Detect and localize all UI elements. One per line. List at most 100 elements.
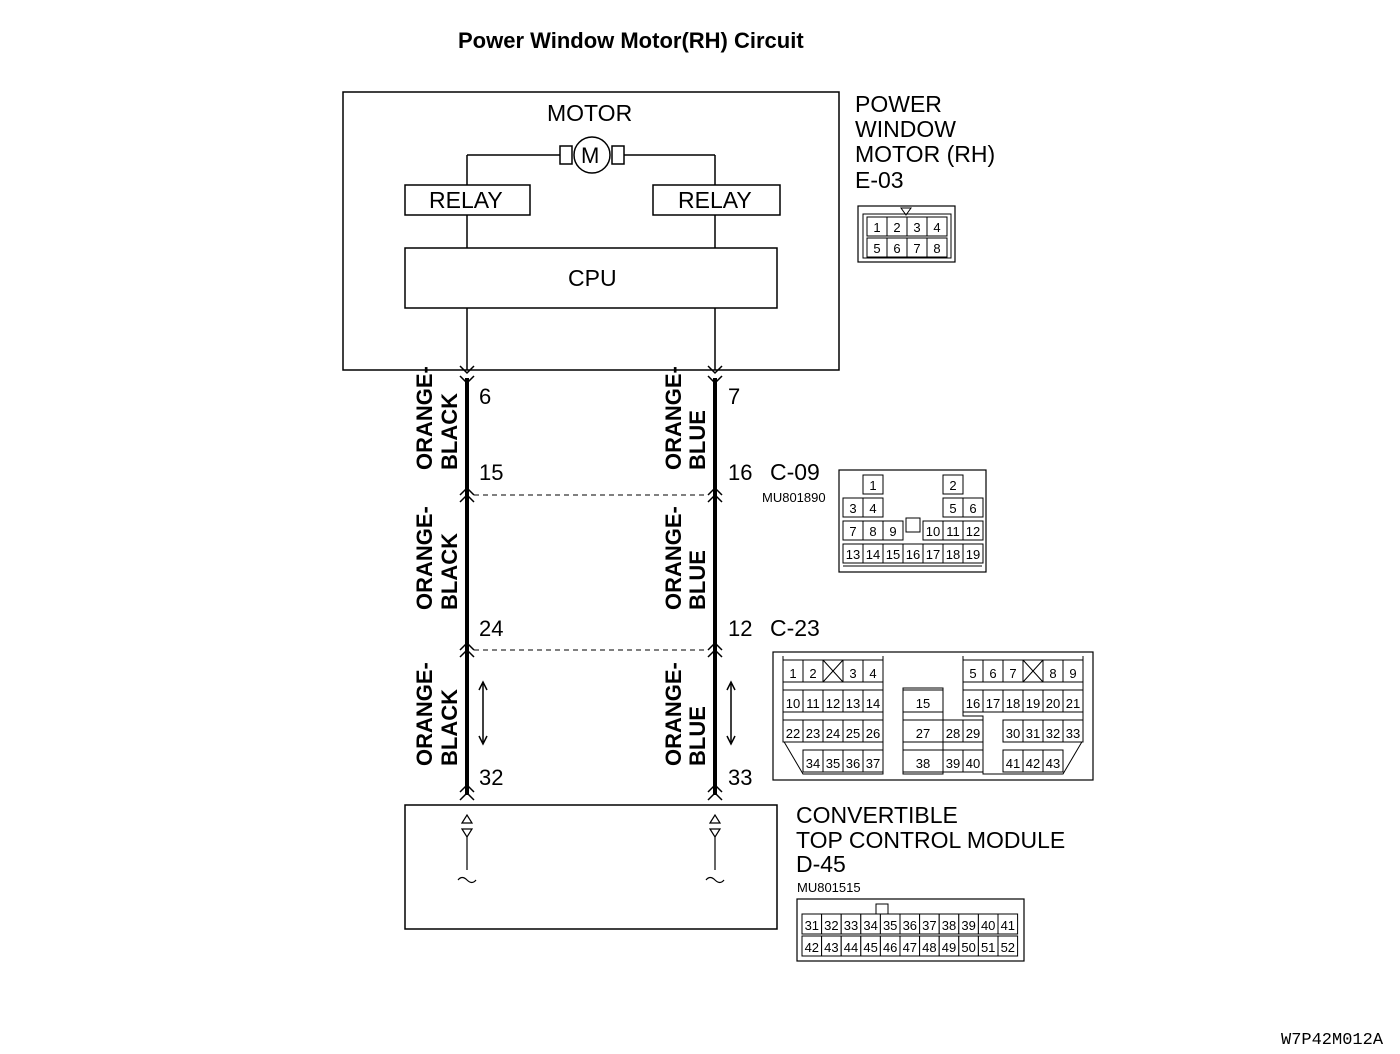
c23-pin-37: 37 <box>866 756 880 771</box>
junction-c23-code: C-23 <box>770 615 820 641</box>
wire-color-right-2a: ORANGE- <box>661 506 686 610</box>
c09-pin-19: 19 <box>966 547 980 562</box>
wire-color-left-2b: BLACK <box>437 533 462 610</box>
top-module-code: D-45 <box>796 851 846 877</box>
cpu-box <box>404 247 778 309</box>
d45-pin-31: 31 <box>805 918 819 933</box>
d45-pin-41: 41 <box>1001 918 1015 933</box>
d45-pin-34: 34 <box>863 918 877 933</box>
c23-pin-43: 43 <box>1046 756 1060 771</box>
c23-pin-26: 26 <box>866 726 880 741</box>
c23-pin-7: 7 <box>1009 666 1016 681</box>
d45-pin-33: 33 <box>844 918 858 933</box>
motor-module-name-1: POWER <box>855 91 942 117</box>
wire-color-left-3b: BLACK <box>437 689 462 766</box>
d45-pin-36: 36 <box>903 918 917 933</box>
c23-pin-36: 36 <box>846 756 860 771</box>
e03-pin-4: 4 <box>933 220 940 235</box>
c09-pin-4-cell <box>862 497 884 518</box>
motor-module-name-2: WINDOW <box>855 116 956 142</box>
c09-pin-5: 5 <box>949 501 956 516</box>
pin-left-c23: 24 <box>479 616 503 641</box>
c23-pin-33-cell <box>1062 719 1084 743</box>
top-control-module-box <box>404 804 778 930</box>
c09-pin-9-cell <box>882 520 904 541</box>
e03-pin-8-cell <box>926 237 948 258</box>
pin-left-d45: 32 <box>479 765 503 790</box>
pin-left-e03: 6 <box>479 384 491 409</box>
d45-pin-35: 35 <box>883 918 897 933</box>
c23-pin-9: 9 <box>1069 666 1076 681</box>
c23-pin-3: 3 <box>849 666 856 681</box>
c09-pin-17: 17 <box>926 547 940 562</box>
d45-pin-49: 49 <box>942 940 956 955</box>
junction-c09-part: MU801890 <box>762 490 826 505</box>
c23-pin-22: 22 <box>786 726 800 741</box>
pin-right-d45: 33 <box>728 765 752 790</box>
connector-c09-symbol <box>459 486 723 503</box>
pin-right-e03: 7 <box>728 384 740 409</box>
c09-pin-1: 1 <box>869 478 876 493</box>
top-module-name-1: CONVERTIBLE <box>796 802 958 828</box>
e03-pin-8: 8 <box>933 241 940 256</box>
cpu-label: CPU <box>568 265 617 291</box>
c09-pin-9: 9 <box>889 524 896 539</box>
c23-pin-18: 18 <box>1006 696 1020 711</box>
d45-pin-46: 46 <box>883 940 897 955</box>
wire-color-right-3b: BLUE <box>685 706 710 766</box>
motor-module-name-3: MOTOR (RH) <box>855 141 995 167</box>
wire-color-labels-left: ORANGE- BLACK ORANGE- BLACK ORANGE- BLAC… <box>412 366 462 766</box>
c09-pin-19-cell <box>962 543 984 564</box>
d45-pin-44: 44 <box>844 940 858 955</box>
d45-pin-52: 52 <box>1001 940 1015 955</box>
junction-c09-code: C-09 <box>770 459 820 485</box>
c23-pin-30: 30 <box>1006 726 1020 741</box>
relay-left-label: RELAY <box>429 187 503 213</box>
wire-color-left-1b: BLACK <box>437 393 462 470</box>
motor-icon: M <box>466 136 716 185</box>
top-module-name-2: TOP CONTROL MODULE <box>796 827 1065 853</box>
c09-pin-12: 12 <box>966 524 980 539</box>
c23-pin-5: 5 <box>969 666 976 681</box>
c09-pin-3: 3 <box>849 501 856 516</box>
c23-pin-4-cell <box>862 659 884 683</box>
c23-pin-26-cell <box>862 719 884 743</box>
c23-pin-6: 6 <box>989 666 996 681</box>
c23-pin-35: 35 <box>826 756 840 771</box>
pin-left-c09: 15 <box>479 460 503 485</box>
motor-label: MOTOR <box>547 100 632 126</box>
c23-pin-34: 34 <box>806 756 820 771</box>
e03-pin-2: 2 <box>893 220 900 235</box>
wire-color-right-1a: ORANGE- <box>661 366 686 470</box>
c23-pin-12: 12 <box>826 696 840 711</box>
motor-module-code: E-03 <box>855 167 904 193</box>
c23-pin-16: 16 <box>966 696 980 711</box>
c23-pin-15: 15 <box>916 696 930 711</box>
c09-pin-11: 11 <box>946 524 960 539</box>
c23-pin-39: 39 <box>946 756 960 771</box>
relay-right-label: RELAY <box>678 187 752 213</box>
c09-pin-12-cell <box>962 520 984 541</box>
e03-pin-4-cell <box>926 216 948 237</box>
c23-pin-11: 11 <box>806 696 820 711</box>
c23-pin-25: 25 <box>846 726 860 741</box>
c23-pin-17: 17 <box>986 696 1000 711</box>
wire-color-left-3a: ORANGE- <box>412 662 437 766</box>
figure-code: W7P42M012A <box>1281 1031 1384 1050</box>
c23-pin-14: 14 <box>866 696 880 711</box>
d45-pin-42: 42 <box>805 940 819 955</box>
c09-pin-18: 18 <box>946 547 960 562</box>
wire-color-left-1a: ORANGE- <box>412 366 437 470</box>
c23-pin-27: 27 <box>916 726 930 741</box>
c23-pin-14-cell <box>862 689 884 713</box>
c09-pin-10: 10 <box>926 524 940 539</box>
wire-color-right-2b: BLUE <box>685 550 710 610</box>
c09-pin-6: 6 <box>969 501 976 516</box>
c23-pin-13: 13 <box>846 696 860 711</box>
c23-pin-23: 23 <box>806 726 820 741</box>
svg-text:M: M <box>581 143 599 168</box>
d45-pin-48: 48 <box>922 940 936 955</box>
d45-pin-47: 47 <box>903 940 917 955</box>
